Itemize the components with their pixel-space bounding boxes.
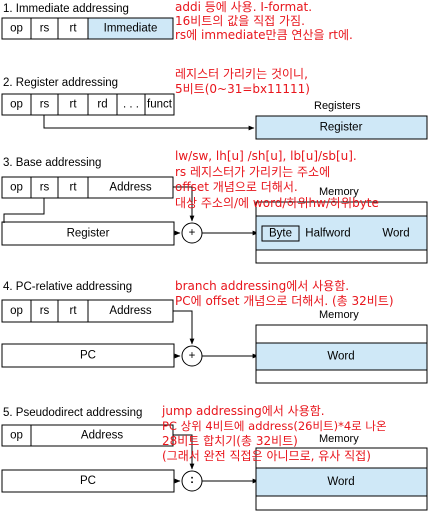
field-label: rs	[40, 99, 50, 111]
field-label: op	[10, 182, 23, 194]
memory-label: Memory	[319, 309, 359, 321]
annotation-note: PC에 offset 개념으로 더해서. (총 32비트)	[175, 294, 394, 308]
section-pseudodirect: 5. Pseudodirect addressing op Address PC…	[1, 404, 428, 511]
memory-row	[255, 324, 428, 344]
field-label: Address	[109, 182, 151, 194]
section-base: 3. Base addressing op rs rt Address Regi…	[1, 149, 428, 264]
annotation-note: 레지스터 가리키는 것이니,	[175, 67, 308, 81]
word-label: Word	[327, 351, 354, 363]
byte-label: Byte	[269, 228, 292, 240]
word-label: Word	[382, 228, 409, 240]
field-label: rt	[69, 23, 77, 35]
annotation-note: jump addressing에서 사용함.	[161, 404, 325, 418]
annotation-note: rs 레지스터가 가리키는 주소에	[175, 165, 330, 179]
arrow-address-to-concat	[173, 434, 195, 470]
field-label: . . .	[123, 99, 139, 111]
field-label: op	[10, 430, 23, 442]
field-label: Address	[109, 305, 151, 317]
annotation-note: addi 등에 사용. I-format.	[175, 0, 312, 14]
adder-operator: +	[189, 227, 196, 239]
register-target-label: Register	[320, 122, 363, 134]
annotation-note: PC 상위 4비트에 address(26비트)*4로 나온	[162, 419, 387, 433]
register-target	[255, 115, 428, 140]
byte-target	[261, 225, 300, 242]
memory-label: Memory	[319, 186, 359, 198]
arrow-address-to-adder	[173, 186, 195, 222]
annotation-note: branch addressing에서 사용함.	[175, 279, 349, 293]
concat-operator: :	[190, 474, 194, 486]
section-pc-relative: 4. PC-relative addressing op rs rt Addre…	[1, 279, 428, 384]
field-label: op	[10, 99, 23, 111]
section-immediate: 1. Immediate addressing op rs rt Immedia…	[1, 0, 353, 42]
field-label: rs	[40, 23, 50, 35]
register-box-label: Register	[67, 228, 110, 240]
field-label: op	[10, 305, 23, 317]
word-label: Word	[327, 476, 354, 488]
annotation-note: (그래서 완전 직접은 아니므로, 유사 직접)	[162, 449, 371, 463]
field-label: rs	[40, 305, 50, 317]
section-title-immediate: 1. Immediate addressing	[3, 3, 129, 15]
field-label: rt	[69, 182, 77, 194]
annotation-note: lw/sw, lh[u] /sh[u], lb[u]/sb[u].	[175, 149, 357, 163]
memory-row	[255, 249, 428, 264]
section-register: 2. Register addressing op rs rt rd . . .…	[1, 67, 428, 140]
annotation-note: 5비트(0~31=bx11111)	[175, 82, 310, 96]
field-label: rt	[69, 305, 77, 317]
field-label: funct	[147, 99, 173, 111]
annotation-note: offset 개념으로 더해서.	[175, 180, 298, 194]
arrow-address-to-adder	[173, 310, 195, 345]
field-label: rs	[40, 182, 50, 194]
memory-label: Memory	[319, 433, 359, 445]
section-title-pc-relative: 4. PC-relative addressing	[3, 281, 132, 293]
field-label: Address	[81, 430, 123, 442]
annotation-note: 28비트 합치기(총 32비트)	[162, 434, 298, 448]
pc-box-label: PC	[80, 350, 96, 362]
field-label: rt	[69, 99, 77, 111]
memory-row	[255, 369, 428, 384]
adder-operator: +	[189, 350, 196, 362]
annotation-note: 대상 주소의/에 word/하위hw/하위byte	[175, 196, 379, 210]
memory-target-row	[255, 342, 428, 371]
registers-label: Registers	[314, 100, 361, 112]
halfword-label: Halfword	[305, 228, 350, 240]
field-label: op	[10, 23, 23, 35]
section-title-register: 2. Register addressing	[3, 77, 118, 89]
field-label: rd	[97, 99, 107, 111]
section-title-base: 3. Base addressing	[3, 157, 101, 169]
annotation-note: rs에 immediate만큼 연산을 rt에.	[175, 28, 353, 42]
section-title-pseudodirect: 5. Pseudodirect addressing	[3, 407, 142, 419]
field-label: Immediate	[104, 23, 158, 35]
annotation-note: 16비트의 값을 직접 가짐.	[175, 14, 305, 28]
field-immediate	[87, 17, 174, 40]
arrow-rs-to-register	[43, 115, 255, 131]
memory-row	[255, 495, 428, 511]
memory-target-row	[255, 467, 428, 497]
field-funct	[144, 93, 175, 116]
pc-box-label: PC	[80, 475, 96, 487]
arrow-rs-to-register	[3, 198, 45, 223]
